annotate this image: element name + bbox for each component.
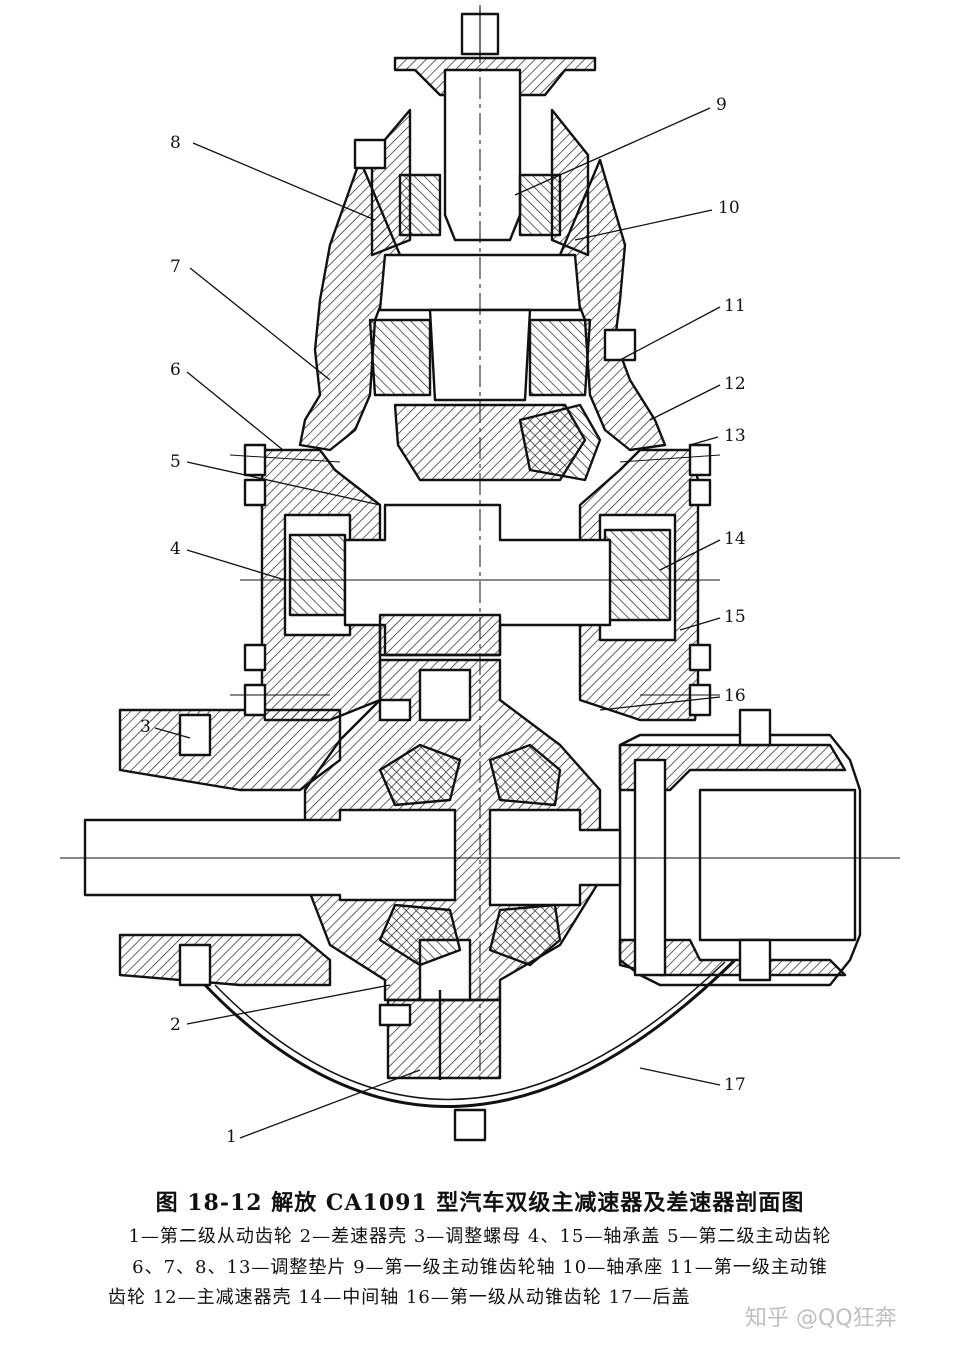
drawing-body	[83, 8, 862, 1142]
rear-cover	[203, 958, 737, 1109]
callout-3: 3	[140, 717, 151, 737]
second-stage-driving-gear	[378, 613, 502, 657]
callout-2: 2	[170, 1015, 181, 1035]
bolt	[243, 443, 267, 477]
callout-10: 10	[718, 198, 740, 218]
left-axle-housing	[118, 708, 342, 792]
watermark: 知乎 @QQ狂奔	[745, 1306, 897, 1331]
callout-9: 9	[716, 95, 727, 115]
leader-lines	[154, 107, 721, 1139]
callout-13: 13	[724, 426, 746, 446]
callout-6: 6	[170, 360, 181, 380]
legend-line-1: 1—第二级从动齿轮 2—差速器壳 3—调整螺母 4、15—轴承盖 5—第二级主动…	[128, 1226, 832, 1247]
cross-section-drawing: 8 9 10 7 11 6 12 13 5 4 14 15 16 3 2 17 …	[60, 5, 900, 1147]
callout-16: 16	[724, 686, 746, 706]
figure-title: 图 18-12 解放 CA1091 型汽车双级主减速器及差速器剖面图	[155, 1190, 805, 1216]
callout-4: 4	[170, 539, 181, 559]
callout-11: 11	[724, 296, 746, 316]
callout-14: 14	[724, 529, 746, 549]
callout-17: 17	[724, 1075, 746, 1095]
center-lines	[60, 5, 900, 1080]
half-shaft	[83, 808, 457, 902]
callout-8: 8	[170, 133, 181, 153]
callout-5: 5	[170, 452, 181, 472]
side-gear-lower	[378, 903, 462, 967]
legend-line-2: 6、7、8、13—调整垫片 9—第一级主动锥齿轮轴 10—轴承座 11—第一级主…	[132, 1257, 828, 1278]
callout-7: 7	[170, 257, 181, 277]
side-gear-upper	[378, 743, 462, 807]
legend-line-3: 齿轮 12—主减速器壳 14—中间轴 16—第一级从动锥齿轮 17—后盖	[108, 1287, 691, 1308]
callout-12: 12	[724, 374, 746, 394]
bevel-pinion	[378, 253, 582, 312]
callout-1: 1	[226, 1127, 237, 1147]
callout-15: 15	[724, 607, 746, 627]
input-shaft	[443, 68, 522, 242]
